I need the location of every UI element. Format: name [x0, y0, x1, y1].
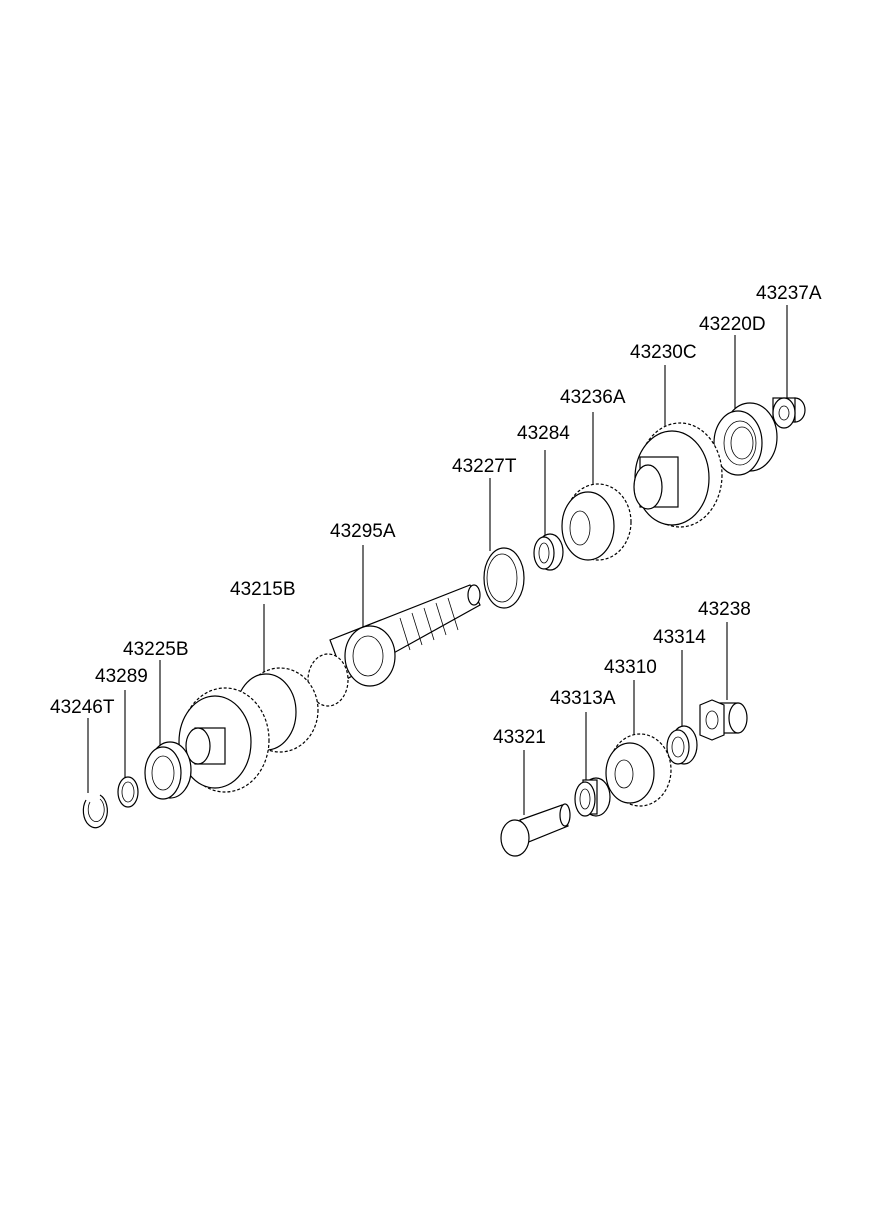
leader-lines — [87, 305, 788, 815]
callout-43236A: 43236A — [560, 387, 626, 408]
part-43321-pin — [500, 803, 571, 857]
callout-43295A: 43295A — [330, 521, 396, 542]
part-43230C-gear — [633, 422, 723, 528]
part-43225B-bearing — [144, 741, 192, 800]
callout-43246T: 43246T — [50, 697, 115, 718]
part-43295A-shaft — [307, 584, 481, 707]
callout-43321: 43321 — [493, 727, 546, 748]
callout-43289: 43289 — [95, 666, 148, 687]
callout-43238: 43238 — [698, 599, 751, 620]
part-43220D-bearing — [713, 402, 778, 476]
callout-43225B: 43225B — [123, 639, 189, 660]
callout-43310: 43310 — [604, 657, 657, 678]
part-43289-ring — [117, 776, 139, 808]
callout-43215B: 43215B — [230, 579, 296, 600]
callout-43313A: 43313A — [550, 688, 616, 709]
part-43310-gear — [605, 733, 672, 807]
part-43246T-snap-ring — [82, 794, 108, 829]
part-43314-washer — [666, 725, 698, 765]
callout-43227T: 43227T — [452, 456, 517, 477]
callout-43230C: 43230C — [630, 342, 697, 363]
part-43215B-gear-cluster — [178, 667, 319, 793]
callout-43284: 43284 — [517, 423, 570, 444]
part-43236A-gear — [561, 483, 632, 561]
part-43237A-nut — [772, 397, 806, 429]
part-43238-nut — [699, 699, 748, 741]
callout-43237A: 43237A — [756, 283, 822, 304]
part-43313A-needle-bearing — [574, 777, 611, 817]
callout-43314: 43314 — [653, 627, 706, 648]
callout-43220D: 43220D — [699, 314, 766, 335]
part-43284-ring — [533, 533, 564, 571]
part-43227T-washer — [483, 547, 525, 609]
